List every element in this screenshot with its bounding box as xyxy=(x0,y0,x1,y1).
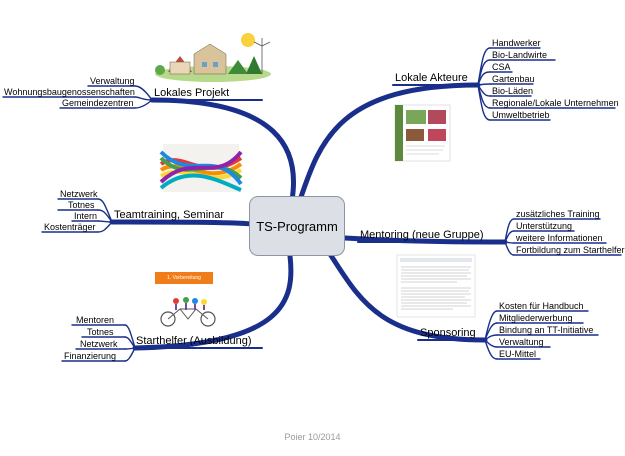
leaf-csa[interactable]: CSA xyxy=(492,62,511,72)
rope-knot-illustration xyxy=(159,144,243,192)
branch-sponsoring[interactable]: Sponsoring xyxy=(420,327,476,339)
leaf-totnes-2[interactable]: Totnes xyxy=(87,327,114,337)
leaf-eu-mittel[interactable]: EU-Mittel xyxy=(499,349,537,359)
leaf-mentoren[interactable]: Mentoren xyxy=(76,315,115,325)
leaf-finanzierung[interactable]: Finanzierung xyxy=(64,351,117,361)
leaf-mitgliederwerbung[interactable]: Mitgliederwerbung xyxy=(499,313,573,323)
leaf-kostentraeger[interactable]: Kostenträger xyxy=(44,222,96,232)
leaf-totnes[interactable]: Totnes xyxy=(68,200,95,210)
branch-lokale-akteure[interactable]: Lokale Akteure xyxy=(395,72,468,84)
leaf-fortbildung-starthelfer[interactable]: Fortbildung zum Starthelfer xyxy=(516,245,625,255)
village-illustration xyxy=(155,33,271,82)
branch-line-lokales-projekt xyxy=(149,97,297,203)
branch-line-lokale-akteure xyxy=(297,82,481,203)
leaf-weitere-informationen[interactable]: weitere Informationen xyxy=(516,233,603,243)
leaf-netzwerk-2[interactable]: Netzwerk xyxy=(80,339,118,349)
leaf-regionale-unternehmen[interactable]: Regionale/Lokale Unternehmen xyxy=(492,98,619,108)
leaf-verwaltung-2[interactable]: Verwaltung xyxy=(499,337,544,347)
branch-starthelfer[interactable]: Starthelfer (Ausbildung) xyxy=(136,335,252,347)
central-topic-label: TS-Programm xyxy=(256,218,338,234)
footer-credit: Poier 10/2014 xyxy=(284,432,341,442)
leaf-zusaetzliches-training[interactable]: zusätzliches Training xyxy=(516,209,600,219)
leaf-gartenbau[interactable]: Gartenbau xyxy=(492,74,535,84)
leaf-gemeindezentren[interactable]: Gemeindezentren xyxy=(62,98,134,108)
leaf-netzwerk[interactable]: Netzwerk xyxy=(60,189,98,199)
leaf-unterstuetzung[interactable]: Unterstützung xyxy=(516,221,573,231)
branch-lokales-projekt[interactable]: Lokales Projekt xyxy=(154,87,230,99)
branch-teamtraining[interactable]: Teamtraining, Seminar xyxy=(114,209,225,221)
book-cover-label: 1. Vorbereitung xyxy=(167,275,201,281)
book-page-thumbnail-1 xyxy=(394,104,451,162)
book-cover: 1. Vorbereitung xyxy=(155,272,213,284)
branch-mentoring[interactable]: Mentoring (neue Gruppe) xyxy=(360,229,484,241)
leaf-bindung-tt-initiative[interactable]: Bindung an TT-Initiative xyxy=(499,325,594,335)
branch-line-sponsoring xyxy=(327,251,488,343)
branch-line-starthelfer xyxy=(132,253,294,351)
leaf-wohnungsbaugenossenschaften[interactable]: Wohnungsbaugenossenschaften xyxy=(4,87,135,97)
leaf-handwerker[interactable]: Handwerker xyxy=(492,38,541,48)
book-page-thumbnail-2 xyxy=(396,254,476,318)
tandem-bike-illustration xyxy=(160,297,216,327)
leaf-bio-landwirte[interactable]: Bio-Landwirte xyxy=(492,50,548,60)
leaf-kosten-handbuch[interactable]: Kosten für Handbuch xyxy=(499,301,584,311)
leaf-umweltbetrieb[interactable]: Umweltbetrieb xyxy=(492,110,550,120)
central-topic[interactable]: TS-Programm xyxy=(249,196,345,256)
leaf-intern[interactable]: Intern xyxy=(74,211,98,221)
leaf-bio-laeden[interactable]: Bio-Läden xyxy=(492,86,534,96)
leaf-verwaltung[interactable]: Verwaltung xyxy=(90,76,135,86)
